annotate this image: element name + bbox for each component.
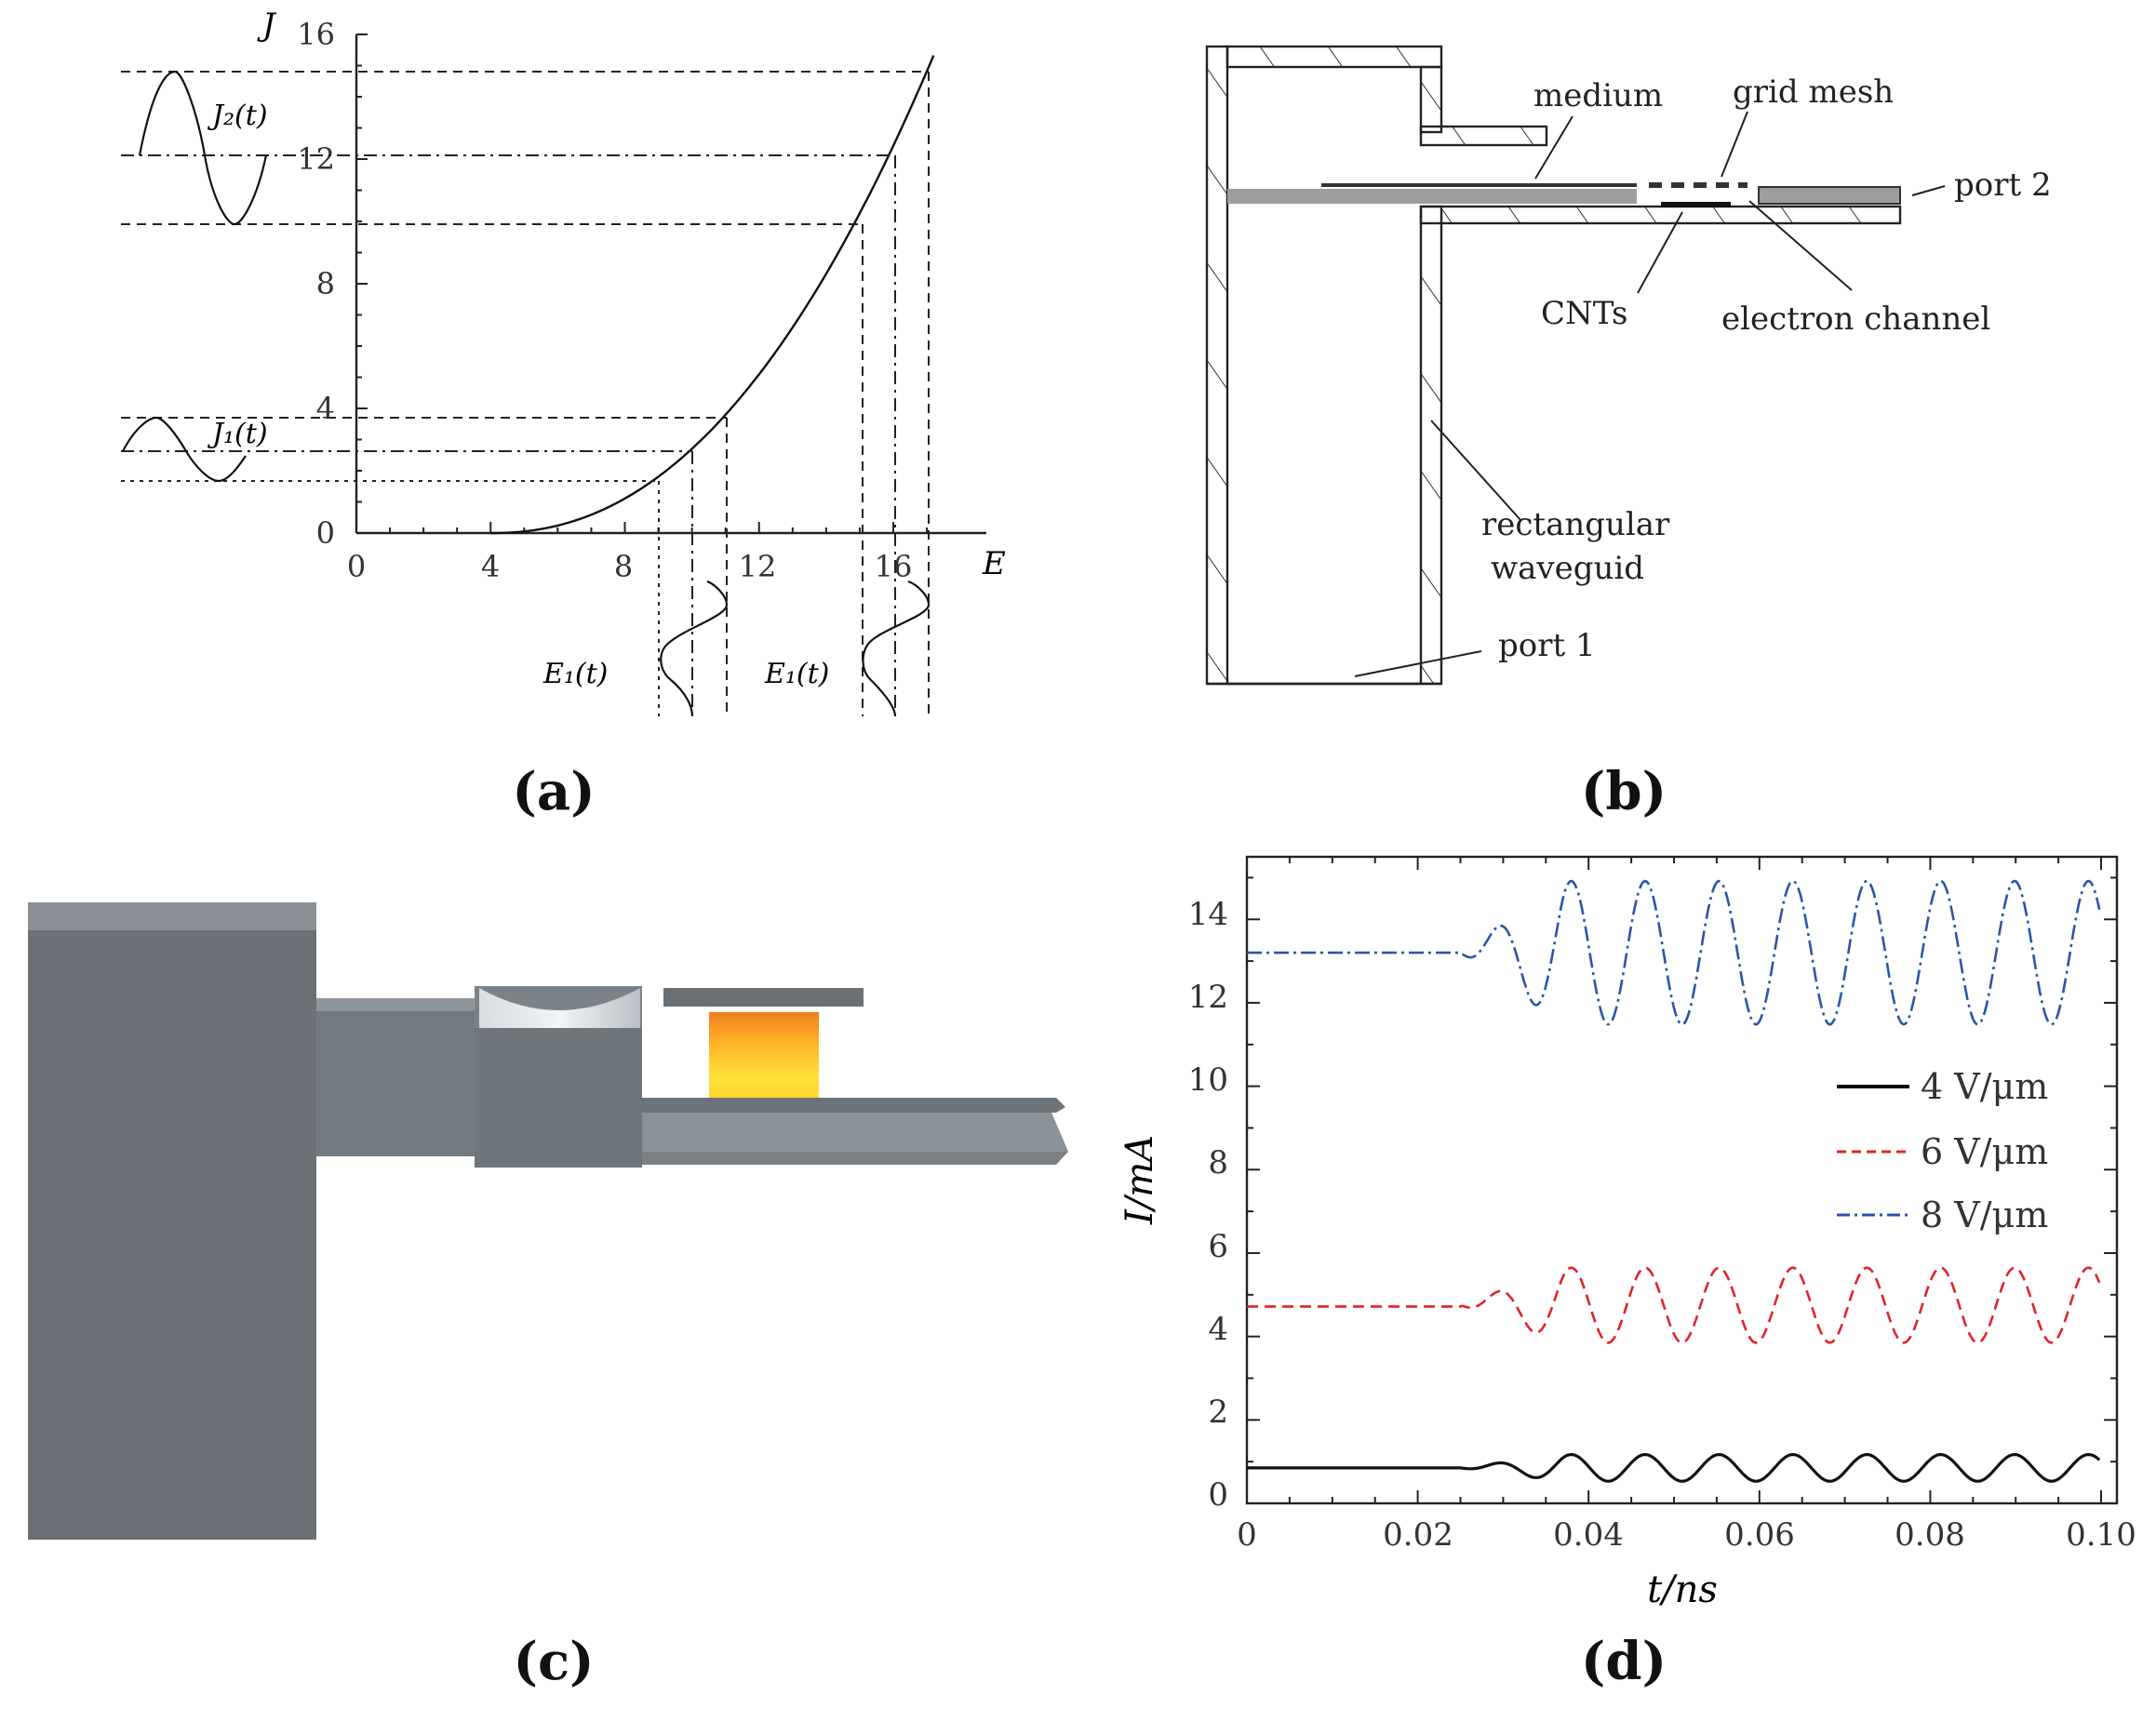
b-label-port-2: port 2 (1954, 167, 2052, 204)
panel-label-b: (b) (1581, 761, 1667, 822)
d-y-tick-label: 2 (1208, 1394, 1228, 1431)
a-x-tick-label: 0 (347, 549, 366, 584)
c-cavity-block (475, 1028, 642, 1168)
d-x-tick-label: 0.10 (2066, 1516, 2136, 1554)
b-label-electron-channel: electron channel (1721, 300, 1990, 338)
a-label-e1-right: E₁(t) (764, 658, 829, 690)
d-series-group (1247, 879, 2101, 1483)
c-channel-rail (642, 1098, 1065, 1113)
b-label-medium: medium (1533, 77, 1663, 114)
b-medium-layer (1227, 189, 1637, 204)
a-label-j1: J₁(t) (207, 418, 268, 450)
b-waveguide (1205, 45, 1902, 686)
b-label-port-1: port 1 (1498, 627, 1596, 664)
d-y-tick-label: 0 (1208, 1476, 1228, 1514)
b-label-waveguid: waveguid (1491, 550, 1644, 587)
c-connector (316, 998, 479, 1156)
panel-label-a: (a) (512, 761, 595, 822)
d-y-tick-label: 12 (1188, 979, 1228, 1016)
a-y-tick-label: 12 (297, 141, 335, 177)
d-x-tick-label: 0 (1237, 1516, 1257, 1554)
d-series-line-2 (1247, 1266, 2101, 1344)
panel-d: 0 0.02 0.04 0.06 0.08 0.10 0 2 4 6 8 10 … (1118, 855, 2136, 1611)
d-y-axis-label: I/mA (1118, 1135, 1161, 1225)
panel-a: 0 4 8 12 16 0 4 8 12 16 J E (121, 7, 1006, 717)
a-y-tick-label: 4 (316, 391, 335, 426)
b-label-rectangular: rectangular (1481, 506, 1670, 543)
d-y-tick-label: 8 (1208, 1144, 1228, 1181)
a-x-axis-label: E (982, 545, 1006, 582)
d-y-tick-label: 10 (1188, 1061, 1228, 1099)
panel-c-3d-model (28, 902, 1068, 1540)
d-legend-label-4: 4 V/μm (1921, 1066, 2048, 1107)
d-y-tick-label: 14 (1188, 896, 1228, 933)
d-tick-marks (1246, 857, 2117, 1504)
a-curve-j-vs-e (490, 55, 935, 535)
panel-b: medium grid mesh port 2 CNTs electron ch… (1205, 45, 2052, 686)
b-label-cnts: CNTs (1541, 295, 1627, 332)
a-tick-marks (355, 33, 929, 534)
a-x-tick-label: 12 (739, 549, 777, 584)
a-y-axis-label: J (257, 7, 277, 44)
a-x-tick-label: 8 (614, 549, 633, 584)
c-cup (479, 988, 640, 1028)
c-top-plate (663, 988, 864, 1007)
panel-label-c: (c) (513, 1631, 594, 1692)
a-label-j2: J₂(t) (207, 100, 268, 132)
d-series-line-3 (1247, 879, 2101, 1026)
b-right-medium (1758, 186, 1901, 205)
d-legend-label-8: 8 V/μm (1921, 1194, 2048, 1235)
panel-label-d: (d) (1581, 1631, 1667, 1692)
b-label-grid-mesh: grid mesh (1733, 73, 1894, 111)
d-series-line-1 (1247, 1452, 2101, 1483)
a-x-tick-label: 16 (875, 549, 913, 584)
c-emission-plume (709, 1012, 819, 1105)
d-x-tick-label: 0.04 (1553, 1516, 1624, 1554)
a-label-e1-left: E₁(t) (542, 658, 608, 690)
b-annotation-arrows (1354, 111, 1946, 677)
d-plot-frame (1245, 855, 2119, 1505)
c-main-block (28, 902, 316, 1540)
d-x-tick-label: 0.08 (1895, 1516, 1965, 1554)
d-legend: 4 V/μm 6 V/μm 8 V/μm (1837, 1066, 2048, 1235)
d-x-tick-label: 0.02 (1383, 1516, 1453, 1554)
a-y-tick-label: 8 (316, 266, 335, 301)
d-x-tick-label: 0.06 (1724, 1516, 1795, 1554)
d-x-axis-label: t/ns (1647, 1568, 1718, 1611)
a-y-tick-label: 16 (297, 17, 335, 52)
a-projection-lines (121, 71, 930, 716)
a-y-tick-label: 0 (316, 515, 335, 551)
d-y-tick-label: 4 (1208, 1311, 1228, 1348)
d-y-tick-label: 6 (1208, 1228, 1228, 1265)
a-waveforms (122, 70, 931, 717)
d-legend-label-6: 6 V/μm (1921, 1131, 2048, 1172)
a-x-tick-label: 4 (481, 549, 500, 584)
